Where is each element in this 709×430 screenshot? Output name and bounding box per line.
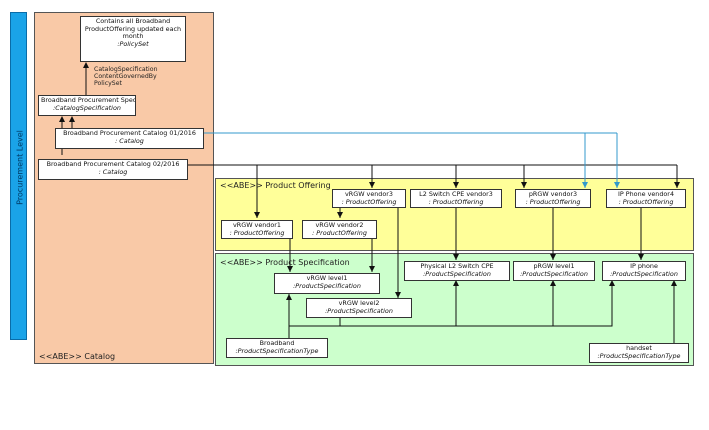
spec-vrgw-level1-type: :ProductSpecification: [293, 281, 361, 290]
offering-prgw-vendor3-name: pRGW vendor3: [528, 190, 578, 198]
offering-vrgw-vendor2-name: vRGW vendor2: [315, 221, 364, 229]
catalog-0216-box: Broadband Procurement Catalog 02/2016 : …: [38, 159, 188, 180]
spec-prgw-level1: pRGW level1 :ProductSpecification: [513, 261, 595, 281]
spec-vrgw-level1: vRGW level1 :ProductSpecification: [274, 273, 380, 294]
offering-vrgw-vendor1-type: : ProductOffering: [229, 228, 285, 237]
catalog-panel: <<ABE>> Catalog: [34, 12, 214, 364]
spec-physical-l2-switch-name: Physical L2 Switch CPE: [420, 262, 494, 270]
offering-prgw-vendor3-type: : ProductOffering: [525, 197, 581, 206]
spec-vrgw-level2-name: vRGW level2: [338, 299, 380, 307]
spec-vrgw-level1-name: vRGW level1: [306, 274, 348, 282]
offering-vrgw-vendor1: vRGW vendor1 : ProductOffering: [221, 220, 293, 239]
policyset-note-text: Contains all Broadband ProductOffering u…: [84, 17, 182, 41]
spec-prgw-level1-name: pRGW level1: [533, 262, 575, 270]
offering-ip-phone-vendor4: IP Phone vendor4 : ProductOffering: [606, 189, 686, 208]
product-offering-panel-title: <<ABE>> Product Offering: [220, 181, 331, 190]
policyset-note-box: Contains all Broadband ProductOffering u…: [80, 16, 186, 62]
catalog-0116-name: Broadband Procurement Catalog 01/2016: [63, 129, 196, 137]
offering-vrgw-vendor2-type: : ProductOffering: [312, 228, 367, 237]
spec-physical-l2-switch-type: :ProductSpecification: [423, 269, 491, 278]
spec-physical-l2-switch: Physical L2 Switch CPE :ProductSpecifica…: [404, 261, 510, 281]
spec-ip-phone: IP phone :ProductSpecification: [602, 261, 686, 281]
spec-vrgw-level2-type: :ProductSpecification: [325, 306, 393, 315]
offering-ip-phone-name: IP Phone vendor4: [617, 190, 675, 198]
spec-type-handset-name: handset: [626, 344, 652, 352]
spec-ip-phone-type: :ProductSpecification: [610, 269, 678, 278]
offering-ip-phone-type: : ProductOffering: [618, 197, 674, 206]
catalog-0216-name: Broadband Procurement Catalog 02/2016: [46, 160, 180, 168]
offering-vrgw-vendor3-type: : ProductOffering: [341, 197, 397, 206]
catalog-0116-box: Broadband Procurement Catalog 01/2016 : …: [55, 128, 204, 149]
policyset-note-type: :PolicySet: [117, 39, 149, 48]
offering-vrgw-vendor3: vRGW vendor3 : ProductOffering: [332, 189, 406, 208]
catalog-spec-name: Broadband Procurement Spec: [41, 96, 136, 104]
spec-type-broadband-type: :ProductSpecificationType: [235, 346, 319, 355]
spec-type-handset-type: :ProductSpecificationType: [597, 351, 681, 360]
offering-vrgw-vendor3-name: vRGW vendor3: [345, 190, 393, 198]
offering-l2-switch-name: L2 Switch CPE vendor3: [419, 190, 493, 198]
spec-ip-phone-name: IP phone: [630, 262, 658, 270]
cat1-link: [204, 132, 618, 188]
catalog-0216-type: : Catalog: [98, 167, 128, 176]
offering-l2-switch-type: : ProductOffering: [428, 197, 484, 206]
spec-type-broadband: Broadband :ProductSpecificationType: [226, 338, 328, 358]
catalog-panel-title: <<ABE>> Catalog: [39, 352, 116, 361]
spec-vrgw-level2: vRGW level2 :ProductSpecification: [306, 298, 412, 318]
catalog-spec-type: :CatalogSpecification: [53, 103, 121, 112]
spec-prgw-level1-type: :ProductSpecification: [520, 269, 588, 278]
governed-by-label: CatalogSpecification ContentGovernedBy P…: [94, 66, 174, 88]
offering-vrgw-vendor1-name: vRGW vendor1: [233, 221, 281, 229]
catalog-0116-type: : Catalog: [115, 136, 144, 145]
governed-by-text: CatalogSpecification ContentGovernedBy P…: [94, 66, 158, 88]
offering-l2-switch-vendor3: L2 Switch CPE vendor3 : ProductOffering: [410, 189, 502, 208]
offering-prgw-vendor3: pRGW vendor3 : ProductOffering: [515, 189, 591, 208]
catalog-spec-box: Broadband Procurement Spec :CatalogSpeci…: [38, 95, 136, 116]
offering-vrgw-vendor2: vRGW vendor2 : ProductOffering: [302, 220, 377, 239]
spec-type-handset: handset :ProductSpecificationType: [589, 343, 689, 363]
product-spec-panel-title: <<ABE>> Product Specification: [220, 258, 350, 267]
spec-type-broadband-name: Broadband: [259, 339, 295, 347]
procurement-level-band: Procurement Level: [10, 12, 27, 340]
